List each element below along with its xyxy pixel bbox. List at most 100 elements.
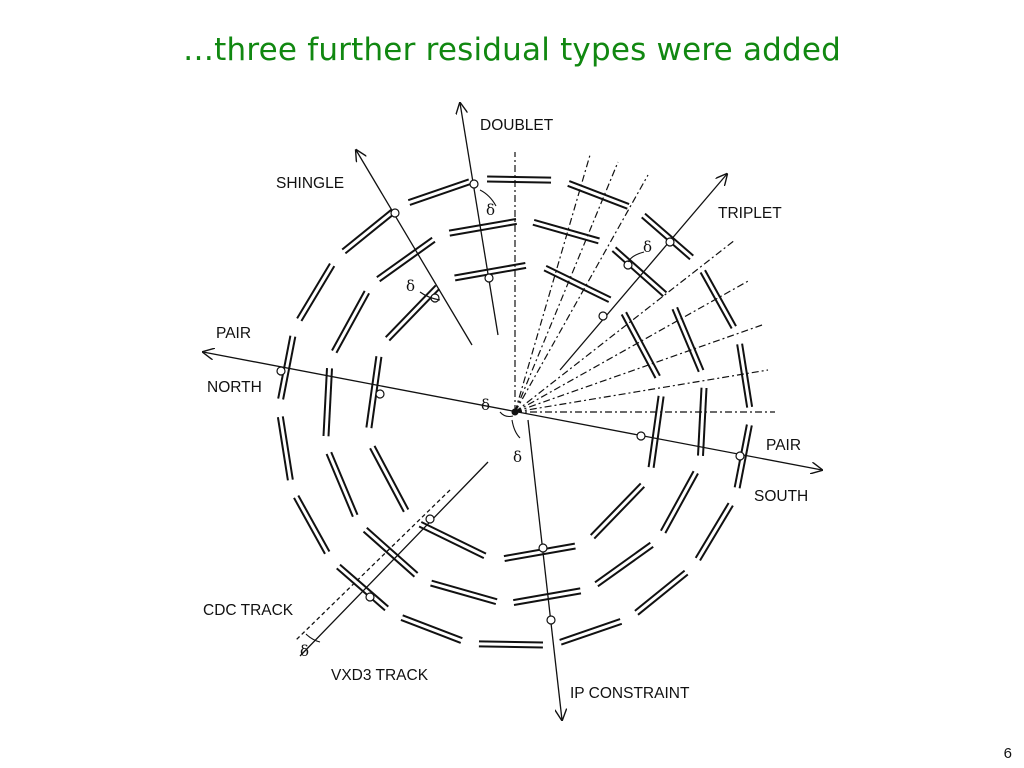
ladder-layer-3-edge: [478, 645, 543, 649]
hit-marker: [276, 366, 286, 376]
ladder-layer-3-edge: [637, 573, 689, 616]
ladder-layer-2-edge: [597, 545, 654, 588]
ladder-layer-2-edge: [614, 246, 668, 294]
ladder-layer-2-edge: [611, 250, 664, 297]
ladder-layer-3-edge: [297, 495, 331, 552]
ladder-layer-3-edge: [704, 269, 737, 327]
delta-shingle: δ: [406, 277, 415, 295]
ladder-layer-3-edge: [293, 497, 326, 555]
ladder-layer-3-edge: [699, 505, 734, 562]
ladder-layer-3-edge: [478, 640, 544, 644]
ladder-layer-2-edge: [702, 387, 708, 456]
ladder-layer-3-edge: [336, 567, 386, 612]
label-pair-south: PAIR: [766, 437, 801, 454]
ladder-layer-2-edge: [532, 223, 599, 245]
ladder-layer-1-edge: [454, 262, 526, 277]
ladder-layer-2-edge: [431, 579, 498, 601]
hit-marker: [425, 514, 435, 524]
hit-markers: [276, 179, 745, 625]
residual-arcs: [305, 189, 645, 643]
ladder-layer-3-edge: [344, 212, 396, 255]
hit-marker: [375, 389, 385, 399]
label-south: SOUTH: [754, 488, 808, 505]
ladder-layer-3-edge: [409, 183, 471, 206]
ladder-layer-2-edge: [533, 218, 600, 240]
ladder-layer-2-edge: [330, 451, 359, 516]
cdc-track: [295, 489, 451, 641]
ladder-layer-1-edge: [625, 311, 661, 377]
label-vxd3-track: VXD3 TRACK: [331, 667, 429, 684]
hit-marker: [365, 592, 375, 602]
ladder-layer-2-edge: [331, 290, 366, 351]
ladder-layer-2-edge: [449, 222, 517, 237]
ip-constraint-track: [527, 419, 562, 720]
ladder-layer-3-edge: [560, 622, 623, 646]
ladder-layer-2-edge: [697, 387, 703, 456]
ladder-layer-1-edge: [384, 284, 437, 338]
ladder-layer-1-edge: [543, 269, 610, 303]
slide-title: …three further residual types were added: [182, 32, 842, 68]
ladder-layer-2-edge: [366, 527, 419, 574]
ladder-layer-2-edge: [664, 473, 699, 534]
ladder-layer-3-edge: [341, 208, 393, 251]
ladder-layer-1-edge: [589, 482, 642, 536]
ladder-layer-2-edge: [676, 306, 705, 371]
delta-doublet: δ: [486, 201, 495, 219]
ladder-layer-2-edge: [322, 368, 328, 437]
ladder-layer-1-edge: [652, 396, 665, 468]
ladder-layer-2-edge: [335, 292, 370, 354]
ladder-layer-2-edge: [430, 584, 497, 606]
label-triplet: TRIPLET: [718, 205, 782, 222]
ladder-layer-3-edge: [567, 184, 628, 210]
ladder-layer-3-edge: [568, 180, 630, 206]
hit-marker: [484, 273, 494, 283]
hit-marker: [636, 431, 646, 441]
label-ip-constraint: IP CONSTRAINT: [570, 685, 690, 702]
ladder-layer-2-edge: [362, 530, 416, 578]
hit-marker: [598, 311, 608, 321]
ladder-layer-2-edge: [379, 240, 436, 283]
ladder-layer-2-edge: [376, 236, 433, 279]
delta-ip: δ: [513, 448, 522, 466]
ladder-layer-2-edge: [513, 592, 582, 606]
shingle-track: [356, 150, 473, 346]
ladder-layer-3-edge: [300, 265, 336, 322]
delta-cdc: δ: [300, 642, 309, 660]
ladder-layer-2-edge: [594, 541, 651, 584]
label-shingle: SHINGLE: [276, 175, 344, 192]
ladder-layer-1-edge: [420, 521, 487, 555]
ladder-layer-3-edge: [634, 569, 686, 612]
ladder-layer-3-edge: [281, 416, 294, 480]
ladder-layer-2-edge: [671, 308, 700, 373]
delta-triplet: δ: [643, 238, 652, 256]
ladder-layer-1-edge: [545, 265, 612, 299]
ladder-layer-1-edge: [418, 525, 485, 559]
reference-lines: [514, 152, 775, 413]
ladder-layer-3-edge: [644, 212, 694, 257]
interaction-point: [511, 408, 519, 416]
ladder-layer-3-edge: [400, 618, 462, 644]
ladder-layer-3-edge: [486, 180, 552, 184]
ladder-layer-1-edge: [369, 447, 405, 513]
label-doublet: DOUBLET: [480, 117, 554, 134]
ladder-layer-3-edge: [741, 343, 754, 407]
ladder-layer-2-edge: [513, 587, 581, 602]
ladder-layer-2-edge: [660, 470, 695, 532]
ladder-layer-3-edge: [296, 262, 331, 319]
triplet-track: [559, 174, 727, 371]
hit-marker: [390, 208, 400, 218]
ladder-layer-3-edge: [694, 502, 730, 559]
ladder-layer-2-edge: [325, 453, 354, 518]
ladder-layer-1-edge: [365, 356, 378, 428]
ladder-layer-3-edge: [402, 614, 463, 640]
slide-number: 6: [1003, 745, 1012, 762]
ladder-layer-3-edge: [736, 344, 749, 408]
hit-marker: [735, 451, 745, 461]
vertex-detector-residual-diagram: DOUBLET SHINGLE TRIPLET PAIR NORTH PAIR …: [180, 95, 860, 735]
ladder-layer-3-edge: [641, 216, 691, 261]
hit-marker: [538, 543, 548, 553]
track-lines: [203, 103, 822, 720]
hit-marker: [665, 237, 675, 247]
doublet-track: [460, 103, 499, 336]
ladder-layer-3-edge: [559, 618, 621, 641]
